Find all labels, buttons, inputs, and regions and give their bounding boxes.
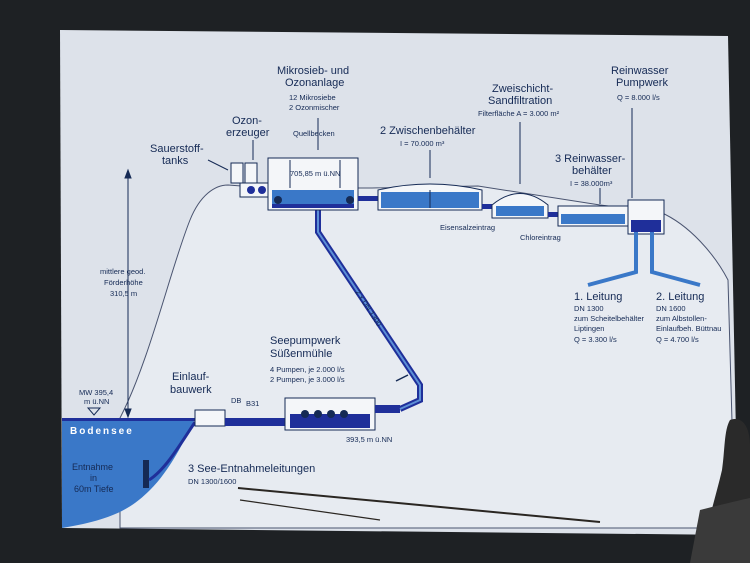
ozon-mixer-1-icon [274,196,282,204]
quellbecken-floor [272,204,354,208]
label-pump-level: 393,5 m ü.NN [346,435,392,444]
label-l2-dn: DN 1600 [656,304,686,313]
mw-marker [86,407,102,416]
label-sand-1: Zweischicht- [492,83,553,95]
label-quellbecken: Quellbecken [293,129,335,138]
label-see-leit-1: 3 See-Entnahmeleitungen [188,463,315,475]
sandfiltration-water [496,206,544,216]
label-seepump-d1: 4 Pumpen, je 2.000 l/s [270,365,345,374]
ozon-gen-2-icon [258,186,266,194]
label-eisensalz: Eisensalzeintrag [440,223,495,232]
foerder-arrow-up [124,168,132,179]
pointer-shadow [239,499,381,521]
label-l2-q: Q = 4.700 l/s [656,335,699,344]
pump-4-icon [340,410,348,418]
einlauf-building [194,409,226,427]
label-zwischen-vol: I = 70.000 m³ [400,139,445,148]
label-mikro-d1: 12 Mikrosiebe [289,93,336,102]
label-mw-1: MW 395,4 [79,388,113,397]
pipe-to-filter [482,204,492,209]
label-mikro-1: Mikrosieb- und [277,65,349,77]
sauerstoff-tank-2 [244,162,258,184]
label-sauerstoff-2: tanks [162,155,189,167]
label-ozon-2: erzeuger [226,127,270,139]
label-entnahme-2: in [90,473,97,483]
label-l1-d1: zum Scheitelbehälter [574,314,645,323]
intake-tower [143,460,149,488]
label-sand-d: Filterfläche A = 3.000 m² [478,109,560,118]
einlauf-channel [225,418,285,426]
label-entnahme-3: 60m Tiefe [74,484,114,494]
label-l1-q: Q = 3.300 l/s [574,335,617,344]
projected-slide: Sauerstoff- tanks Ozon- erzeuger Mikrosi… [60,30,738,535]
label-b31: B31 [246,399,259,408]
arrow-sauerstoff [207,159,229,171]
label-einlauf-1: Einlauf- [172,371,210,383]
label-seepump-1: Seepumpwerk [270,335,341,347]
label-db: DB [231,396,241,405]
diagram-labels: Sauerstoff- tanks Ozon- erzeuger Mikrosi… [70,65,721,494]
pointer-arrows [86,108,633,419]
label-bodensee: Bodensee [70,426,134,437]
label-foerder-2: Förderhöhe [104,278,143,287]
label-ozon-1: Ozon- [232,115,262,127]
label-foerder-1: mittlere geod. [100,267,145,276]
label-mikro-d2: 2 Ozonmischer [289,103,340,112]
hill-profile [119,184,736,529]
intake-pipe [148,421,197,482]
pump-1-icon [301,410,309,418]
pointer-stick [237,487,601,523]
pump-2-icon [314,410,322,418]
label-rein-beh-2: behälter [572,165,612,177]
label-seepump-d2: 2 Pumpen, je 3.000 l/s [270,375,345,384]
label-l1-title: 1. Leitung [574,291,622,303]
label-see-leit-2: DN 1300/1600 [188,477,236,486]
label-sauerstoff-1: Sauerstoff- [150,143,204,155]
label-l2-d2: Einlaufbeh. Büttnau [656,324,721,333]
leitung-1-pipe [587,232,638,287]
label-quell-level: 705,85 m ü.NN [290,169,340,178]
foerder-arrow-down [124,408,132,419]
label-foerder-3: 310,5 m [110,289,137,298]
ozon-gen-1-icon [247,186,255,194]
label-l1-dn: DN 1300 [574,304,604,313]
seepumpwerk-basin [290,414,370,428]
pump-outlet [375,405,400,413]
pump-3-icon [327,410,335,418]
reinwasser-pumpwerk-basin [631,220,661,232]
label-l2-d1: zum Albstollen- [656,314,707,323]
label-rein-pw-1: Reinwasser [611,65,669,77]
label-zwischen: 2 Zwischenbehälter [380,125,476,137]
label-sand-2: Sandfiltration [488,95,552,107]
label-entnahme-1: Entnahme [72,462,113,472]
leitung-2-pipe [650,232,701,287]
label-rein-pw-2: Pumpwerk [616,77,668,89]
ozon-mixer-2-icon [346,196,354,204]
label-l1-d2: Liptingen [574,324,604,333]
label-seepump-2: Süßenmühle [270,348,332,360]
pipe-to-reinwasser [548,212,558,217]
lake-surface-line [62,418,195,421]
quellbecken-basin [272,190,354,208]
label-l2-title: 2. Leitung [656,291,704,303]
label-mw-2: m ü.NN [84,397,109,406]
label-rein-pw-q: Q = 8.000 l/s [617,93,660,102]
pipe-section-mark [395,374,409,382]
rising-main-pipe-highlight [317,192,421,410]
label-mikro-2: Ozonanlage [285,77,344,89]
label-rein-beh-vol: I = 38.000m³ [570,179,613,188]
pipe-to-zwischen [358,196,378,201]
reinwasserbehaelter-water [561,214,625,224]
label-chlor: Chloreintrag [520,233,561,242]
bodensee-water [62,418,195,528]
label-einlauf-2: bauwerk [170,384,212,396]
sauerstoff-tank-1 [230,162,244,184]
presenter-arm [690,498,750,563]
label-rein-beh-1: 3 Reinwasser- [555,153,626,165]
